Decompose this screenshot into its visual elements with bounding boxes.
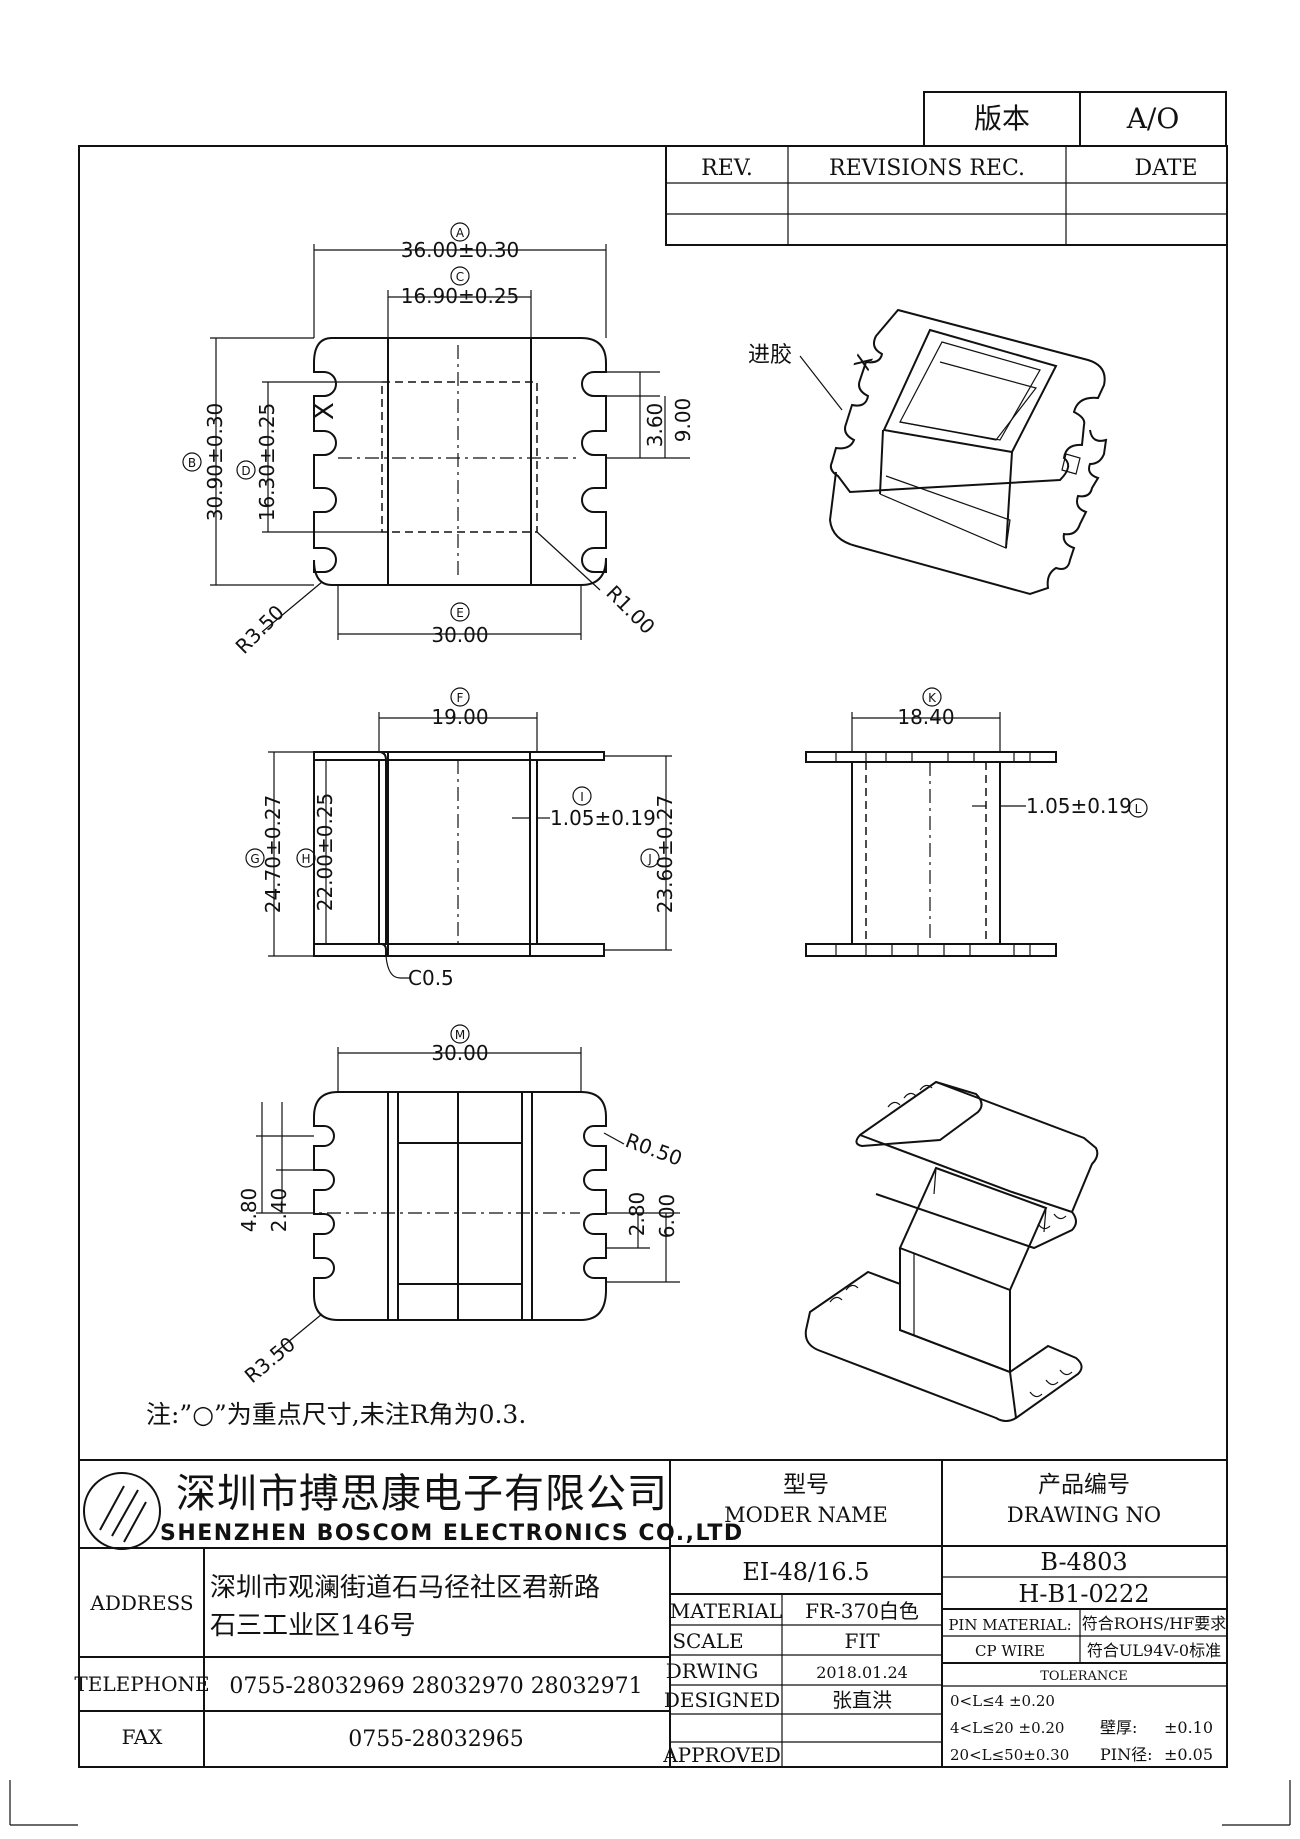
mark-k: K	[928, 691, 937, 705]
radius-inner-top: R1.00	[601, 581, 659, 639]
scale-label: SCALE	[672, 1629, 743, 1653]
mark-g: G	[250, 852, 259, 866]
dim-600: 6.00	[655, 1194, 679, 1239]
top-view: X A 36.00±0.30 C 16.90±0.25 30.90±0.30 B…	[182, 222, 695, 659]
mark-f: F	[457, 691, 464, 705]
mark-c: C	[456, 270, 464, 284]
pin-diameter-value: ±0.05	[1164, 1745, 1213, 1764]
drawing-date: 2018.01.24	[816, 1663, 908, 1682]
front-view: F 19.00 24.70±0.27 G 22.00±0.25 H 1.05±0…	[245, 687, 677, 990]
approved-label: APPROVED	[662, 1743, 781, 1767]
designed-value: 张直洪	[832, 1688, 892, 1712]
mark-b: B	[188, 456, 196, 470]
model-label-cn: 型号	[783, 1472, 829, 1498]
top-x-mark: X	[310, 402, 340, 420]
revisions-table: REV. REVISIONS REC. DATE	[665, 145, 1228, 246]
telephone-value: 0755-28032969 28032970 28032971	[229, 1674, 642, 1699]
address-line-1: 深圳市观澜街道石马径社区君新路	[210, 1573, 600, 1603]
mark-h: H	[301, 852, 310, 866]
title-block: 深圳市搏思康电子有限公司 SHENZHEN BOSCOM ELECTRONICS…	[74, 1459, 1228, 1768]
model-value: EI-48/16.5	[742, 1558, 869, 1586]
version-value: A/O	[1126, 102, 1180, 135]
dim-d: 16.30±0.25	[255, 403, 279, 522]
dim-i: 1.05±0.19	[550, 806, 656, 830]
version-label: 版本	[974, 102, 1030, 135]
radius-outer-bottom: R3.50	[240, 1332, 300, 1388]
iso-x-mark: X	[850, 351, 879, 374]
model-label-en: MODER NAME	[724, 1503, 888, 1527]
tolerance-3: 20<L≤50±0.30	[950, 1746, 1069, 1764]
radius-outer-top: R3.50	[231, 600, 289, 658]
chamfer-label: C0.5	[408, 966, 454, 990]
company-name-en: SHENZHEN BOSCOM ELECTRONICS CO.,LTD	[160, 1521, 744, 1546]
pin-material-label: PIN MATERIAL:	[948, 1616, 1071, 1634]
telephone-label: TELEPHONE	[74, 1672, 209, 1696]
crop-marks	[9, 1780, 1291, 1826]
dim-240: 2.40	[267, 1188, 291, 1233]
drawing-note: 注:”○”为重点尺寸,未注R角为0.3.	[146, 1400, 526, 1429]
dim-h: 22.00±0.25	[313, 793, 337, 912]
mark-j: J	[647, 852, 652, 866]
mark-l: L	[1135, 802, 1142, 816]
address-line-2: 石三工业区146号	[210, 1611, 416, 1641]
side-view: K 18.40 1.05±0.19 L	[805, 687, 1148, 957]
mark-d: D	[241, 464, 250, 478]
ul-compliance: 符合UL94V-0标准	[1087, 1641, 1221, 1660]
fax-value: 0755-28032965	[348, 1727, 523, 1752]
drawing-number-2: H-B1-0222	[1018, 1580, 1149, 1608]
tolerance-2: 4<L≤20 ±0.20	[950, 1719, 1064, 1737]
rev-rec-header: REVISIONS REC.	[829, 156, 1025, 181]
wall-thickness-value: ±0.10	[1164, 1718, 1213, 1737]
dim-c: 16.90±0.25	[401, 284, 520, 308]
rev-header: REV.	[701, 156, 753, 181]
material-value: FR-370白色	[805, 1599, 919, 1623]
dim-slot1: 3.60	[643, 403, 667, 448]
dim-f: 19.00	[431, 705, 488, 729]
iso-view-bottom	[804, 1080, 1099, 1422]
pin-material-value: CP WIRE	[975, 1642, 1045, 1660]
dim-e: 30.00	[431, 623, 488, 647]
company-logo	[83, 1472, 161, 1550]
drawing-label-en: DRAWING NO	[1007, 1503, 1161, 1527]
bottom-view: M 30.00 4.80 2.40 2.80 6.00 R0.50 R3.50	[237, 1024, 685, 1388]
gate-label: 进胶	[748, 343, 792, 368]
tolerance-label: TOLERANCE	[1040, 1669, 1127, 1684]
dim-b: 30.90±0.30	[203, 403, 227, 522]
iso-view: X 进胶	[748, 308, 1108, 596]
designed-label: DESIGNED	[664, 1688, 780, 1712]
dim-a: 36.00±0.30	[401, 238, 520, 262]
dim-480: 4.80	[237, 1188, 261, 1233]
dim-l: 1.05±0.19	[1026, 794, 1132, 818]
scale-value: FIT	[844, 1629, 880, 1653]
rohs-compliance: 符合ROHS/HF要求	[1082, 1614, 1227, 1633]
dim-j: 23.60±0.27	[653, 795, 677, 914]
address-label: ADDRESS	[89, 1591, 193, 1615]
radius-small-bottom: R0.50	[622, 1128, 685, 1171]
drawing-date-label: DRWING	[666, 1659, 759, 1683]
dim-k: 18.40	[897, 705, 954, 729]
dim-280: 2.80	[625, 1192, 649, 1237]
dim-m: 30.00	[431, 1041, 488, 1065]
drawing-number-1: B-4803	[1040, 1548, 1127, 1576]
dim-g: 24.70±0.27	[261, 795, 285, 914]
mark-i: I	[580, 790, 584, 804]
pin-diameter-label: PIN径:	[1100, 1745, 1152, 1764]
mark-a: A	[456, 226, 465, 240]
dim-slot2: 9.00	[671, 398, 695, 443]
company-name-cn: 深圳市搏思康电子有限公司	[176, 1471, 668, 1517]
fax-label: FAX	[122, 1725, 164, 1749]
mark-m: M	[455, 1028, 465, 1042]
version-box: 版本 A/O	[923, 91, 1227, 147]
date-header: DATE	[1134, 156, 1197, 181]
wall-thickness-label: 壁厚:	[1100, 1718, 1137, 1737]
tolerance-1: 0<L≤4 ±0.20	[950, 1692, 1055, 1710]
material-label: MATERIAL	[670, 1599, 782, 1623]
mark-e: E	[456, 606, 464, 620]
drawing-label-cn: 产品编号	[1038, 1472, 1130, 1498]
